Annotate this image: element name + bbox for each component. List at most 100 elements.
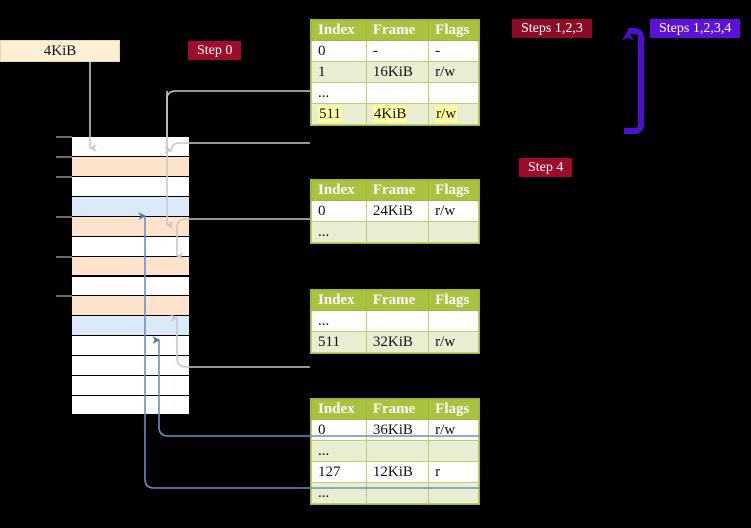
label-steps-1234-text: Steps 1,2,3,4 — [659, 20, 732, 36]
memory-frame-row — [71, 315, 190, 336]
cell-index: 0 — [311, 40, 367, 62]
cell-frame — [365, 310, 430, 332]
memory-frame-row — [71, 235, 190, 256]
cell-index: ... — [311, 440, 367, 462]
column-header-index: Index — [311, 20, 367, 41]
cell-frame: 16KiB — [365, 61, 430, 83]
cell-index: 511 — [311, 331, 367, 353]
cell-frame — [365, 221, 430, 243]
cell-flags — [428, 440, 479, 462]
label-steps-123-text: Steps 1,2,3 — [521, 20, 583, 36]
memory-frame-row — [56, 215, 190, 236]
memory-frame-row — [71, 195, 190, 216]
label-steps-1234: Steps 1,2,3,4 — [650, 19, 741, 38]
column-header-frame: Frame — [365, 290, 430, 311]
memory-frame-tick — [56, 136, 72, 138]
table-row: ... — [311, 82, 479, 104]
memory-frame-tick — [56, 215, 72, 218]
cell-index: ... — [311, 310, 367, 332]
column-header-flags: Flags — [428, 20, 479, 41]
column-header-flags: Flags — [428, 399, 479, 420]
bracket-arrow-steps — [622, 28, 644, 134]
virtual-address-label: 4KiB — [43, 42, 77, 59]
cell-flags — [428, 221, 479, 243]
label-steps-123: Steps 1,2,3 — [512, 19, 592, 38]
column-header-index: Index — [311, 399, 367, 420]
label-step-4-text: Step 4 — [528, 159, 564, 175]
column-header-frame: Frame — [365, 180, 430, 201]
cell-flags — [428, 482, 479, 504]
wire-l4-to-memory — [164, 142, 310, 154]
column-header-frame: Frame — [365, 399, 430, 420]
cell-flags: r/w — [428, 419, 479, 441]
cell-frame: 24KiB — [365, 200, 430, 222]
wire-l3-to-memory — [176, 218, 310, 260]
cell-index: 1 — [311, 61, 367, 83]
column-header-index: Index — [311, 180, 367, 201]
memory-frame-tick — [56, 295, 72, 298]
table-row: ... — [311, 440, 479, 462]
cell-flags: r — [428, 461, 479, 483]
label-step-4: Step 4 — [519, 158, 573, 177]
cell-frame — [365, 482, 430, 504]
table-row: ... — [311, 310, 479, 332]
memory-frame-row — [71, 335, 190, 356]
cell-index: 127 — [311, 461, 367, 483]
cell-flags: - — [428, 40, 479, 62]
memory-frame-row — [56, 255, 190, 276]
table-row: ... — [311, 482, 479, 504]
cell-index: ... — [311, 82, 367, 104]
cell-flags: r/w — [428, 200, 479, 222]
label-step-0-text: Step 0 — [197, 42, 233, 58]
cell-flags: r/w — [428, 61, 479, 83]
highlighted-value: 4KiB — [372, 105, 408, 122]
column-header-frame: Frame — [365, 20, 430, 41]
highlighted-value: r/w — [435, 105, 458, 122]
label-step-0: Step 0 — [188, 41, 242, 60]
cell-index: 0 — [311, 419, 367, 441]
cell-flags — [428, 82, 479, 104]
memory-frame-row — [71, 395, 190, 415]
cell-frame: 12KiB — [365, 461, 430, 483]
memory-frame-tick — [56, 175, 72, 178]
column-header-flags: Flags — [428, 290, 479, 311]
virtual-address-box: 4KiB — [0, 40, 120, 62]
memory-frame-row — [56, 155, 190, 176]
table-row: ... — [311, 221, 479, 243]
column-header-index: Index — [311, 290, 367, 311]
column-header-flags: Flags — [428, 180, 479, 201]
physical-memory-column — [56, 136, 190, 415]
cell-frame: 36KiB — [365, 419, 430, 441]
cell-frame — [365, 440, 430, 462]
cell-frame: 32KiB — [365, 331, 430, 353]
memory-frame-row — [56, 136, 190, 156]
memory-frame-tick — [56, 155, 72, 158]
table-row: 0-- — [311, 40, 479, 62]
highlighted-value: 511 — [318, 105, 342, 122]
cell-index: 511 — [311, 103, 367, 125]
cell-index: ... — [311, 482, 367, 504]
wire-l2-to-memory — [170, 314, 310, 368]
cell-frame: 4KiB — [365, 103, 430, 125]
memory-frame-row — [56, 295, 190, 316]
cell-frame: - — [365, 40, 430, 62]
cell-index: 0 — [311, 200, 367, 222]
cell-index: ... — [311, 221, 367, 243]
cell-flags — [428, 310, 479, 332]
memory-frame-row — [71, 375, 190, 396]
cell-flags: r/w — [428, 103, 479, 125]
memory-frame-row — [71, 355, 190, 376]
cell-flags: r/w — [428, 331, 479, 353]
memory-frame-row — [56, 175, 190, 196]
memory-frame-tick — [56, 255, 72, 258]
